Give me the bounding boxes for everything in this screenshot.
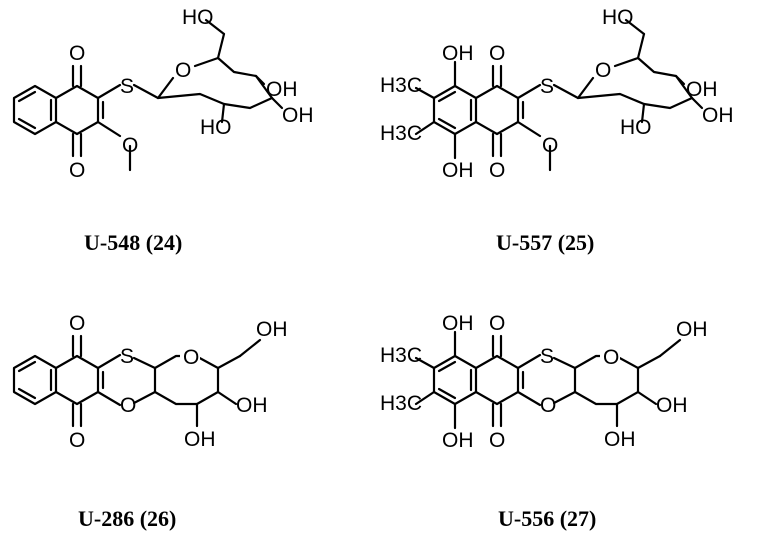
u557-me1: H3C bbox=[380, 74, 422, 97]
u548-oh-a: OH bbox=[266, 78, 298, 101]
u557-o-bottom: O bbox=[489, 159, 505, 182]
u548-ome-o: O bbox=[122, 134, 138, 157]
compound-u548: O O S O O HO OH OH HO bbox=[12, 6, 314, 182]
u556-caption: U-556 (27) bbox=[498, 506, 596, 531]
u548-ring-o: O bbox=[175, 59, 191, 82]
u557-oh-peri-bottom: OH bbox=[442, 159, 474, 182]
u286-s: S bbox=[120, 345, 134, 368]
u557-me2: H3C bbox=[380, 122, 422, 145]
u556-ring-o: O bbox=[603, 346, 619, 369]
u557-ring-o: O bbox=[595, 59, 611, 82]
u557-ome-o: O bbox=[542, 134, 558, 157]
compound-u556: OH OH O O S O O OH OH OH H3C H3C bbox=[380, 312, 708, 452]
u556-oh-peri-top: OH bbox=[442, 312, 474, 335]
u557-oh-peri-top: OH bbox=[442, 42, 474, 65]
u286-o-top: O bbox=[69, 312, 85, 335]
u556-me2: H3C bbox=[380, 392, 422, 415]
u556-me1: H3C bbox=[380, 344, 422, 367]
u548-caption: U-548 (24) bbox=[84, 230, 182, 255]
u556-s: S bbox=[540, 345, 554, 368]
u548-s: S bbox=[120, 75, 134, 98]
u548-o-bottom: O bbox=[69, 159, 85, 182]
u556-bridge-o: O bbox=[540, 394, 556, 417]
u556-oh-b: OH bbox=[604, 428, 636, 451]
u286-ring-o: O bbox=[183, 346, 199, 369]
u557-ch2oh: HO bbox=[602, 6, 634, 29]
compound-u286: O O S O O OH OH OH bbox=[12, 312, 288, 452]
u556-ch2oh: OH bbox=[676, 318, 708, 341]
u286-o-bottom: O bbox=[69, 429, 85, 452]
u556-o-top: O bbox=[489, 312, 505, 335]
u548-oh-c: HO bbox=[200, 116, 232, 139]
u557-oh-c: HO bbox=[620, 116, 652, 139]
u556-oh-a: OH bbox=[656, 394, 688, 417]
u557-o-top: O bbox=[489, 42, 505, 65]
u286-ch2oh: OH bbox=[256, 318, 288, 341]
u557-caption: U-557 (25) bbox=[496, 230, 594, 255]
u556-oh-peri-bottom: OH bbox=[442, 429, 474, 452]
u556-o-bottom: O bbox=[489, 429, 505, 452]
u557-s: S bbox=[540, 75, 554, 98]
u548-ch2oh: HO bbox=[182, 6, 214, 29]
u557-oh-b: OH bbox=[702, 104, 734, 127]
u286-caption: U-286 (26) bbox=[78, 506, 176, 531]
u286-bridge-o: O bbox=[120, 394, 136, 417]
u548-oh-b: OH bbox=[282, 104, 314, 127]
u557-oh-a: OH bbox=[686, 78, 718, 101]
u286-oh-b: OH bbox=[184, 428, 216, 451]
u286-oh-a: OH bbox=[236, 394, 268, 417]
u548-o-top: O bbox=[69, 42, 85, 65]
compound-u557: OH OH O O S O O HO OH OH HO H3C H3C bbox=[380, 6, 734, 182]
